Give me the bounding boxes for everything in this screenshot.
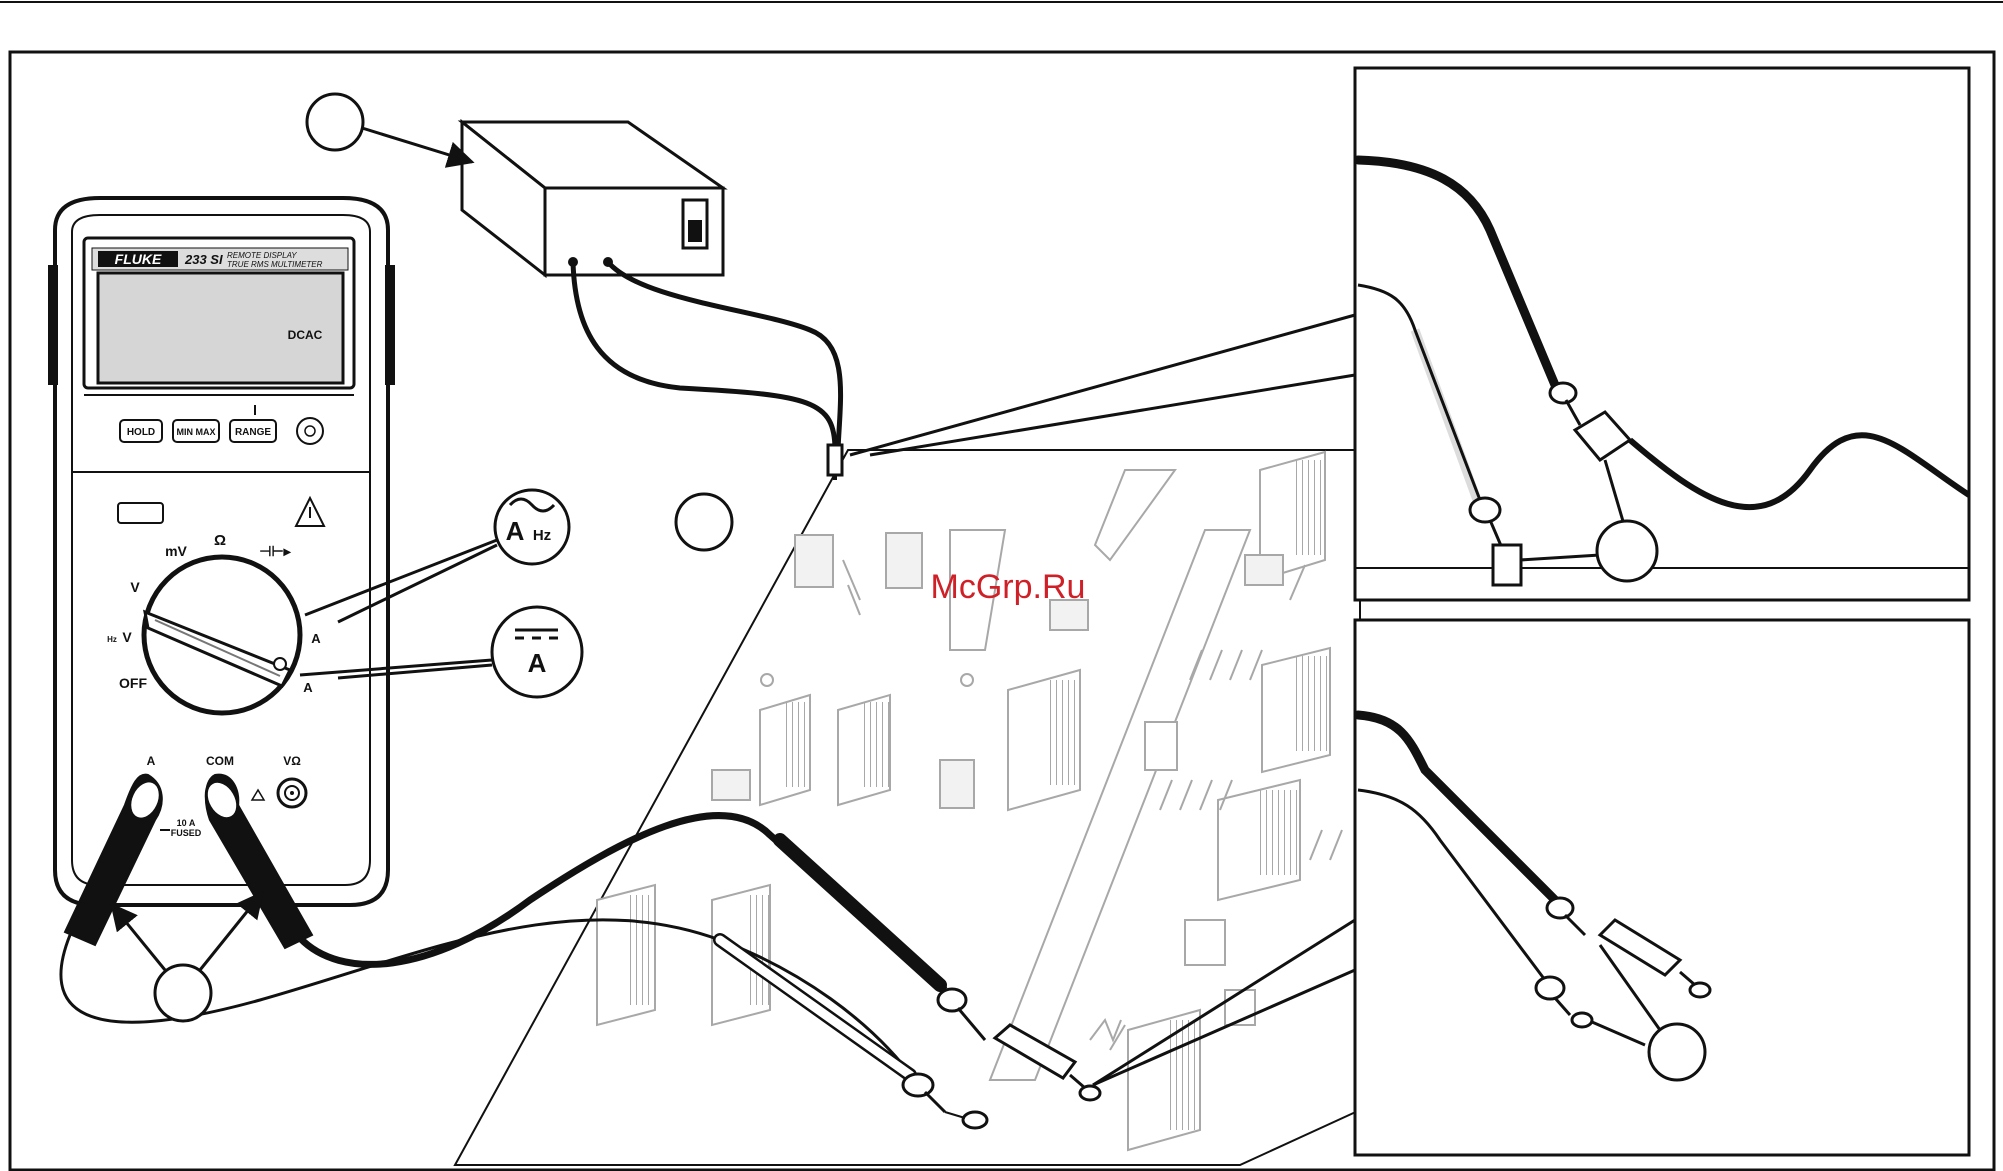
dial-ohm-label: Ω	[214, 532, 226, 549]
inset-bottom	[1355, 620, 1969, 1155]
dial-hz-label: Hz	[107, 635, 117, 644]
dial-off-label: OFF	[119, 675, 147, 691]
callout-circle-leads	[155, 965, 211, 1021]
meter-subtitle-line2: TRUE RMS MULTIMETER	[227, 260, 323, 269]
jack-vohm-label: VΩ	[283, 754, 301, 768]
callout-circle-inset-top	[1597, 521, 1657, 581]
callout-ac-amps-label: A	[506, 516, 525, 546]
callout-ac-amps-sub: Hz	[533, 527, 551, 544]
dial-ac-amps-label: A	[311, 631, 321, 646]
dial-mv-label: mV	[165, 543, 187, 559]
jack-a-label: A	[147, 754, 156, 768]
supply-lead-2	[608, 262, 841, 450]
meter-subtitle-line1: REMOTE DISPLAY	[227, 251, 297, 260]
watermark: McGrp.Ru	[931, 568, 1086, 606]
supply-lead-1	[573, 262, 835, 450]
dial-dc-amps-label: A	[303, 680, 313, 695]
callout-circle-board	[676, 494, 732, 550]
dial-ac-volts-label: V	[122, 629, 132, 645]
min-max-button-label: MIN MAX	[177, 427, 216, 437]
hold-button-label: HOLD	[127, 427, 155, 438]
meter-brand: FLUKE	[115, 251, 162, 267]
power-supply-box	[462, 122, 723, 275]
dial-dc-volts-label: V	[130, 579, 140, 595]
jack-fused-line2: FUSED	[171, 828, 202, 838]
callout-dc-amps-label: A	[528, 648, 547, 678]
jack-com-label: COM	[206, 754, 234, 768]
display-mode-text: DCAC	[288, 328, 323, 342]
dial-capacitor-icon: ⊣⊢▸	[259, 543, 291, 559]
callout-circle-inset-bottom	[1649, 1024, 1705, 1080]
range-button-label: RANGE	[235, 427, 271, 438]
jack-fused-line1: 10 A	[177, 818, 196, 828]
backlight-button-icon	[297, 418, 323, 444]
circuit-board	[455, 450, 1360, 1165]
callout-circle-supply	[307, 94, 363, 150]
inset-top	[1355, 68, 1969, 600]
meter-model: 233 SI	[184, 252, 223, 267]
